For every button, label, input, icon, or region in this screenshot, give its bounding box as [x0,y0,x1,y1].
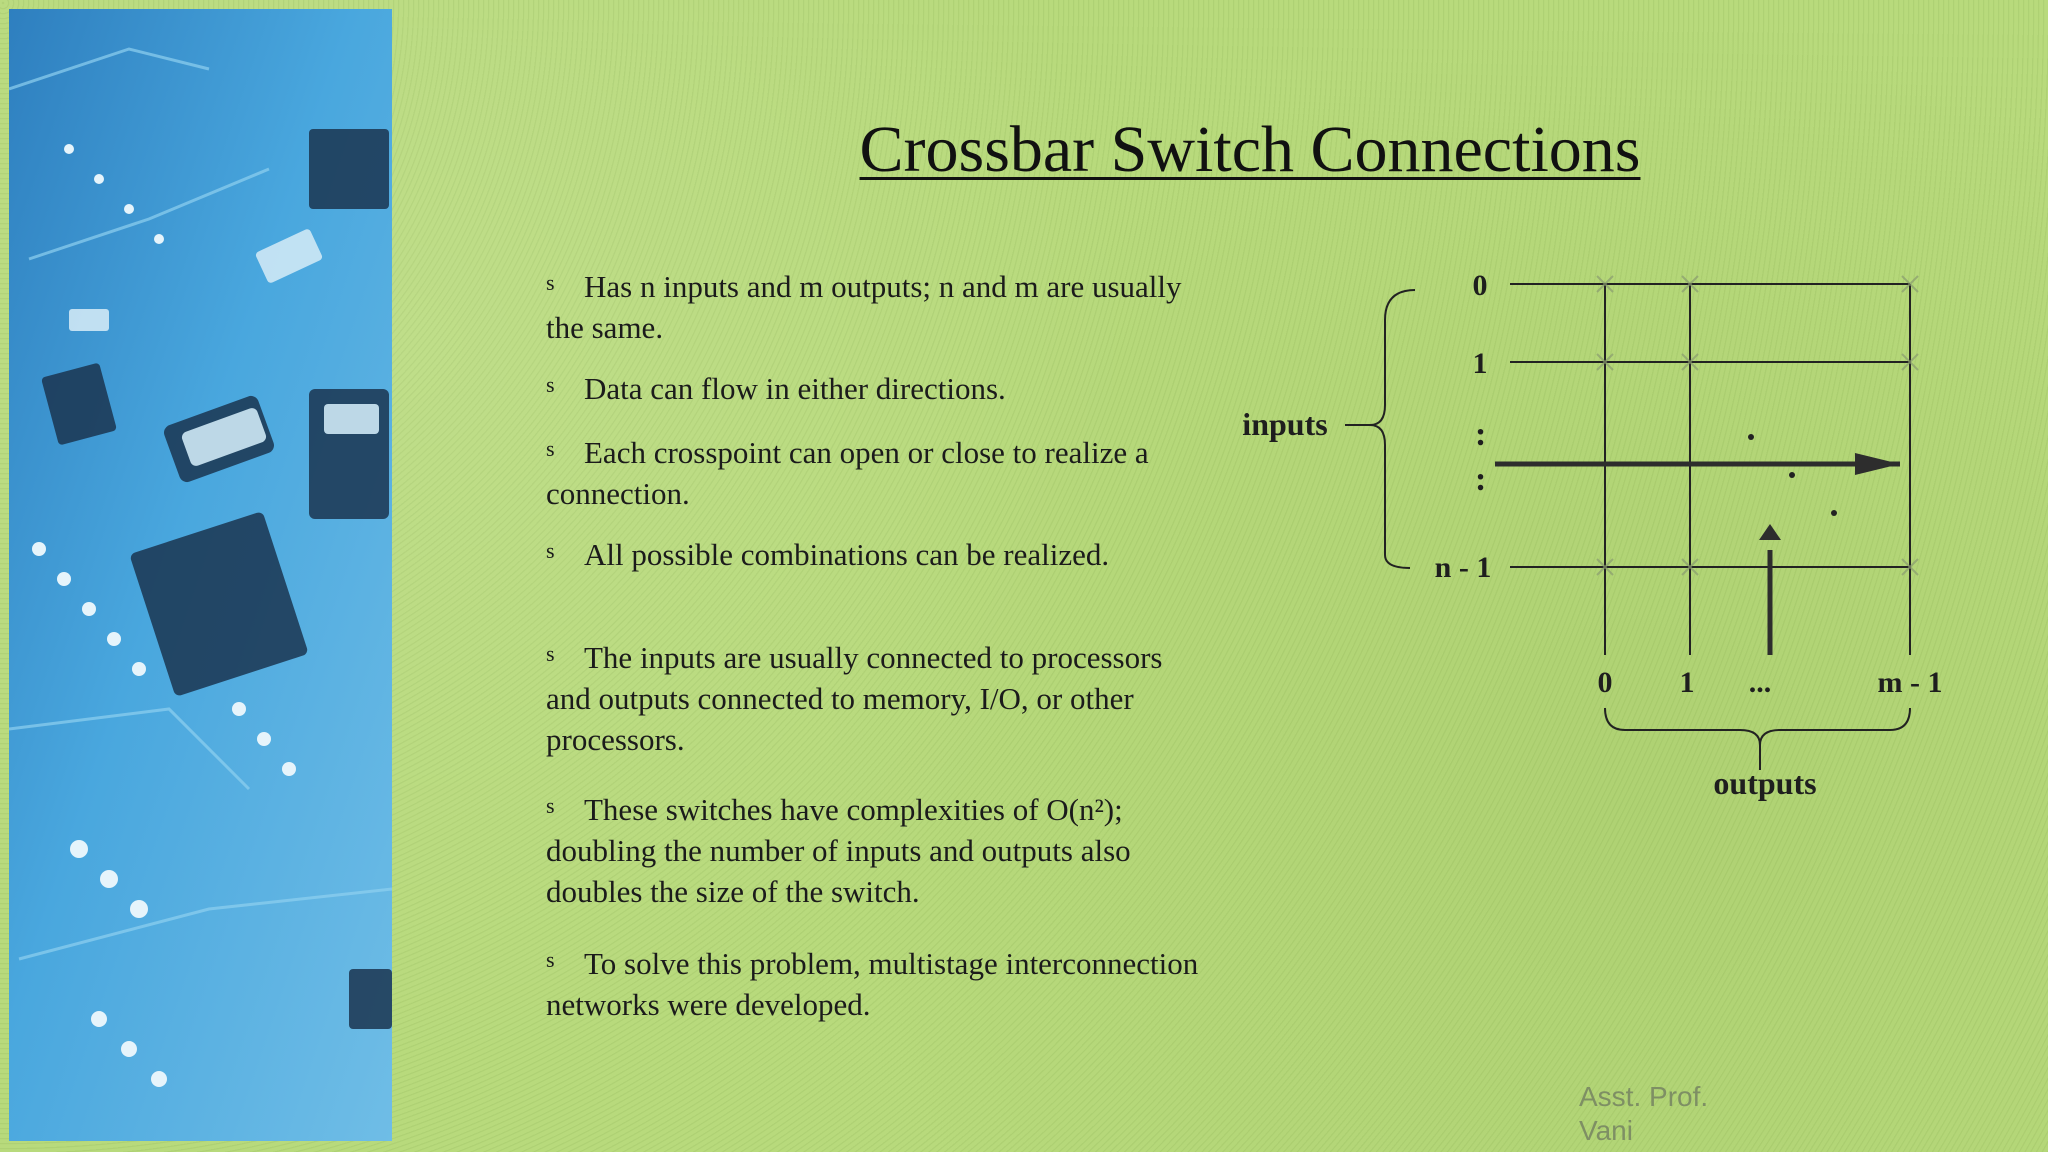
author-footer-line: Asst. Prof. [1579,1081,1709,1112]
bullet-item: s All possible combinations can be realiz… [546,530,1206,575]
inputs-brace [1369,289,1416,569]
diagonal-dot [1831,510,1837,516]
output-label: 0 [1598,666,1613,699]
bullet-marker: s [546,641,555,666]
bullet-marker: s [546,947,555,972]
bullet-text: To solve this problem, multistage interc… [546,946,1199,1022]
diagonal-dot [1789,472,1795,478]
output-flow-arrowhead [1759,524,1781,540]
input-ellipsis: : [1475,461,1486,498]
bullet-marker: s [546,538,555,563]
output-label: ... [1749,666,1772,699]
bullet-marker: s [546,372,555,397]
bullet-text: The inputs are usually connected to proc… [546,640,1163,757]
author-footer: Asst. Prof. Vani [1579,1080,1708,1148]
page-title: Crossbar Switch Connections [859,113,1641,186]
bullet-item: s Data can flow in either directions. [546,364,1206,409]
crossbar-diagram-svg: 0 1 n - 1 : : inputs 0 1 ... m - 1 [1242,269,1943,801]
output-label: 1 [1680,666,1695,699]
outputs-brace [1604,707,1911,746]
output-label: m - 1 [1878,666,1943,699]
outputs-label: outputs [1713,765,1816,801]
diagonal-dot [1748,434,1754,440]
bullet-text: Data can flow in either directions. [584,371,1006,406]
bullet-text: These switches have complexities of O(n²… [546,792,1131,909]
author-footer-line: Vani [1579,1115,1633,1146]
input-flow-arrowhead [1855,453,1900,475]
crossbar-diagram: 0 1 n - 1 : : inputs 0 1 ... m - 1 [1200,250,1980,830]
bullet-marker: s [546,270,555,295]
inputs-label: inputs [1242,406,1327,442]
input-ellipsis: : [1475,416,1486,453]
bullet-text: Has n inputs and m outputs; n and m are … [546,269,1182,345]
input-label: 0 [1473,269,1488,302]
circuit-board-illustration [9,9,392,1141]
bullet-text: Each crosspoint can open or close to rea… [546,435,1149,511]
bullet-marker: s [546,436,555,461]
circuit-board-image [9,9,392,1141]
input-label: n - 1 [1435,551,1492,584]
crosspoint-markers [1596,275,1919,576]
bullet-marker: s [546,793,555,818]
bullet-text: All possible combinations can be realize… [584,537,1110,572]
input-label: 1 [1473,347,1488,380]
